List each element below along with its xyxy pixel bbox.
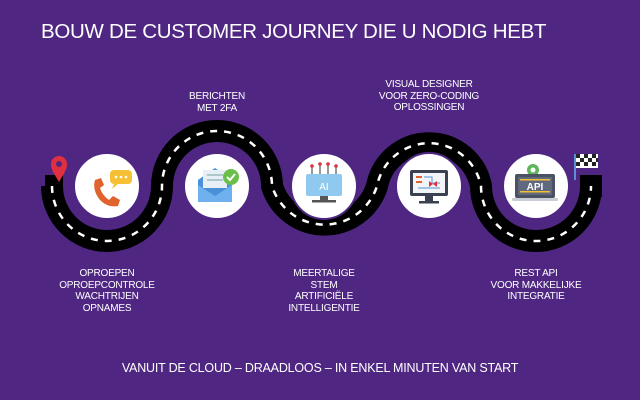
- phone-chat-icon: [94, 170, 132, 207]
- step-label-api: REST API VOOR MAKKELIJKE INTEGRATIE: [456, 268, 616, 303]
- location-pin-icon: [51, 156, 67, 182]
- envelope-check-icon: [198, 168, 239, 202]
- checkered-flag-icon: [574, 154, 598, 180]
- svg-text:AI: AI: [319, 182, 328, 193]
- label-line: VOOR ZERO-CODING: [378, 90, 480, 102]
- label-line: MET 2FA: [196, 102, 238, 114]
- step-label-ai: MEERTALIGE STEM ARTIFICIËLE INTELLIGENTI…: [244, 268, 404, 314]
- label-line: STEM: [310, 279, 338, 291]
- label-line: OPROEPCONTROLE: [59, 279, 155, 291]
- label-line: ARTIFICIËLE: [294, 291, 354, 302]
- ai-chip-icon: AI: [306, 162, 342, 203]
- label-line: REST API: [514, 268, 558, 279]
- label-line: INTEGRATIE: [507, 291, 565, 302]
- monitor-flow-icon: [410, 170, 448, 204]
- api-gear-icon: API: [512, 164, 558, 201]
- step-label-designer: VISUAL DESIGNER VOOR ZERO-CODING OPLOSSI…: [349, 79, 509, 114]
- label-line: OPNAMES: [82, 302, 132, 314]
- label-line: OPLOSSINGEN: [393, 102, 465, 113]
- label-line: BERICHTEN: [189, 91, 245, 102]
- road-dashes: [50, 129, 593, 243]
- road: [41, 120, 602, 252]
- step-circle-1: [73, 152, 141, 220]
- footer-tagline: VANUIT DE CLOUD – DRAADLOOS – IN ENKEL M…: [121, 361, 519, 375]
- label-line: VOOR MAKKELIJKE: [490, 279, 582, 291]
- page-title: BOUW DE CUSTOMER JOURNEY DIE U NODIG HEB…: [41, 20, 547, 43]
- label-line: OPROEPEN: [79, 268, 135, 279]
- label-line: INTELLIGENTIE: [288, 302, 360, 314]
- label-line: WACHTRIJEN: [75, 291, 139, 302]
- step-label-messages: BERICHTEN MET 2FA: [137, 91, 297, 114]
- label-line: VISUAL DESIGNER: [385, 79, 473, 90]
- label-line: MEERTALIGE: [293, 268, 355, 279]
- svg-text:API: API: [527, 182, 544, 193]
- step-label-calls: OPROEPEN OPROEPCONTROLE WACHTRIJEN OPNAM…: [27, 268, 187, 314]
